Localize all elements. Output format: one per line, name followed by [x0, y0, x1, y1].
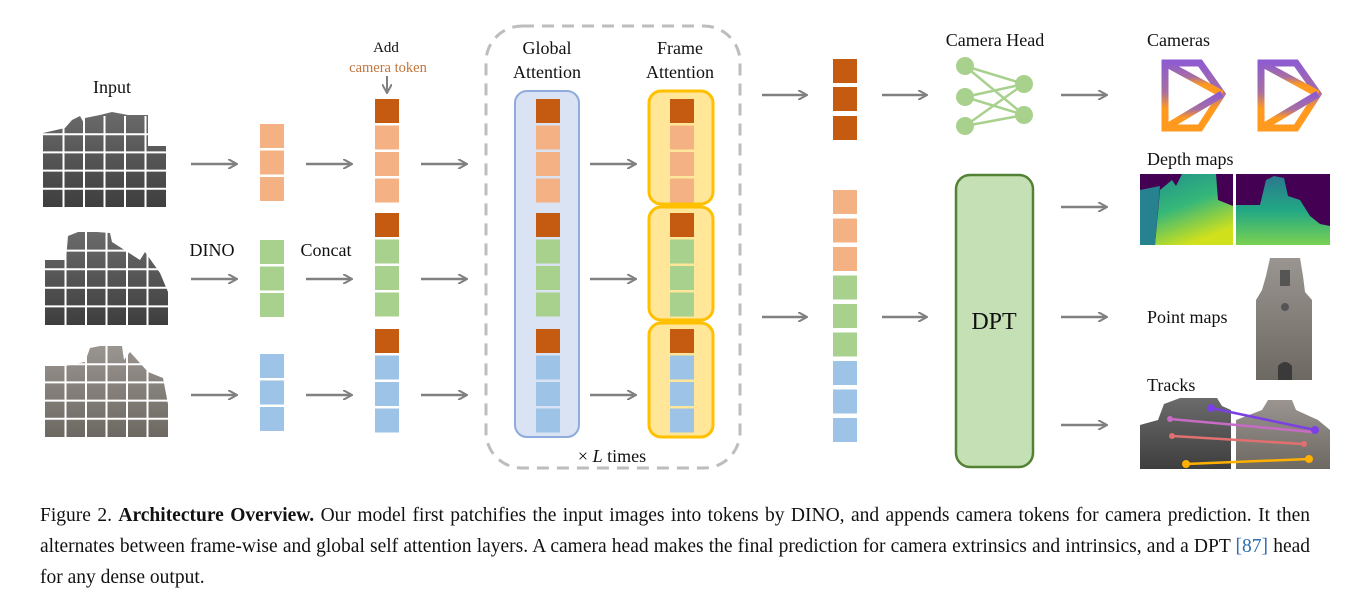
patch-token	[260, 380, 284, 405]
patch-token	[536, 125, 560, 150]
patch-token-output	[833, 389, 857, 414]
patch-token	[375, 239, 399, 264]
dino-label: DINO	[190, 240, 235, 260]
patch-token	[260, 124, 284, 148]
patch-token	[260, 293, 284, 317]
cameras-label: Cameras	[1147, 30, 1210, 50]
citation-link[interactable]: [87]	[1235, 536, 1269, 557]
patch-token	[536, 382, 560, 406]
patch-token	[670, 382, 694, 406]
global-attention-label-line2: Attention	[513, 62, 581, 82]
patch-token	[375, 382, 399, 406]
patch-token	[670, 266, 694, 290]
patch-token	[375, 125, 399, 150]
patch-token-output	[833, 304, 857, 328]
camera-token	[670, 213, 694, 237]
caption-text: Our model first patchifies the input ima…	[40, 505, 1311, 557]
camera-token	[670, 329, 694, 353]
patch-token	[536, 355, 560, 380]
architecture-diagram: Input DINO Concat Add camera token Globa…	[43, 24, 1330, 470]
patch-token	[260, 177, 284, 201]
patch-grid-3	[45, 346, 168, 437]
camera-token	[670, 99, 694, 123]
patch-token	[536, 152, 560, 176]
depth-map-image-1	[1140, 174, 1233, 245]
patch-token-output	[833, 418, 857, 442]
patch-token	[536, 178, 560, 203]
repeat-block-dashed-box	[484, 24, 742, 470]
concat-label: Concat	[301, 240, 352, 260]
patch-token	[670, 178, 694, 203]
camera-token-output	[833, 59, 857, 83]
patch-token	[375, 266, 399, 290]
dpt-head-box	[954, 173, 1035, 469]
camera-token	[536, 329, 560, 353]
figure-caption: Figure 2. Architecture Overview. Our mod…	[40, 500, 1310, 593]
patch-token	[375, 355, 399, 380]
camera-head-mlp-icon	[956, 57, 1033, 135]
patch-token	[670, 239, 694, 264]
camera-token	[375, 329, 399, 353]
patch-token	[260, 240, 284, 264]
patch-token	[670, 292, 694, 317]
point-map-image	[1256, 258, 1312, 380]
patch-token	[670, 408, 694, 433]
caption-title: Architecture Overview.	[118, 505, 315, 526]
patch-token	[260, 150, 284, 175]
patch-token-output	[833, 218, 857, 243]
camera-token-label: camera token	[349, 60, 427, 76]
figure-label: Figure 2.	[40, 505, 112, 526]
point-maps-label: Point maps	[1147, 307, 1228, 327]
camera-frustum-icon-2	[1257, 59, 1323, 132]
patch-token	[536, 239, 560, 264]
patch-token	[670, 152, 694, 176]
patch-token	[670, 125, 694, 150]
patch-token	[375, 152, 399, 176]
dpt-label: DPT	[971, 309, 1017, 335]
patch-token	[260, 354, 284, 378]
global-attention-box	[514, 90, 580, 438]
patch-token	[375, 408, 399, 433]
camera-token-output	[833, 87, 857, 111]
depth-map-image-2	[1236, 174, 1330, 245]
camera-token	[536, 213, 560, 237]
patch-token	[375, 292, 399, 317]
tracks-label: Tracks	[1147, 375, 1195, 395]
camera-token	[536, 99, 560, 123]
frame-attention-label-line2: Attention	[646, 62, 714, 82]
repeat-times-label: × L times	[578, 446, 646, 466]
patch-grid-1	[43, 116, 166, 207]
global-attention-label-line1: Global	[523, 38, 572, 58]
camera-frustum-icon-1	[1161, 59, 1227, 132]
frame-attention-box-3	[647, 321, 715, 439]
camera-head-label: Camera Head	[946, 30, 1044, 50]
camera-token	[375, 99, 399, 123]
depth-maps-label: Depth maps	[1147, 149, 1233, 169]
patch-token	[536, 408, 560, 433]
patch-token	[375, 178, 399, 203]
frame-attention-label-line1: Frame	[657, 38, 703, 58]
input-label: Input	[93, 77, 131, 97]
camera-token	[375, 213, 399, 237]
patch-token-output	[833, 361, 857, 385]
patch-token	[670, 355, 694, 380]
add-label: Add	[373, 40, 399, 56]
patch-grid-2	[45, 232, 168, 325]
caption-text-end: head for any dense output.	[40, 536, 1311, 588]
tracks-image	[1140, 398, 1330, 469]
patch-token-output	[833, 332, 857, 357]
patch-token	[536, 266, 560, 290]
patch-token-output	[833, 275, 857, 300]
patch-token-output	[833, 247, 857, 271]
patch-token	[536, 292, 560, 317]
patch-token-output	[833, 190, 857, 214]
camera-token-output	[833, 116, 857, 140]
patch-token	[260, 266, 284, 291]
patch-token	[260, 407, 284, 431]
